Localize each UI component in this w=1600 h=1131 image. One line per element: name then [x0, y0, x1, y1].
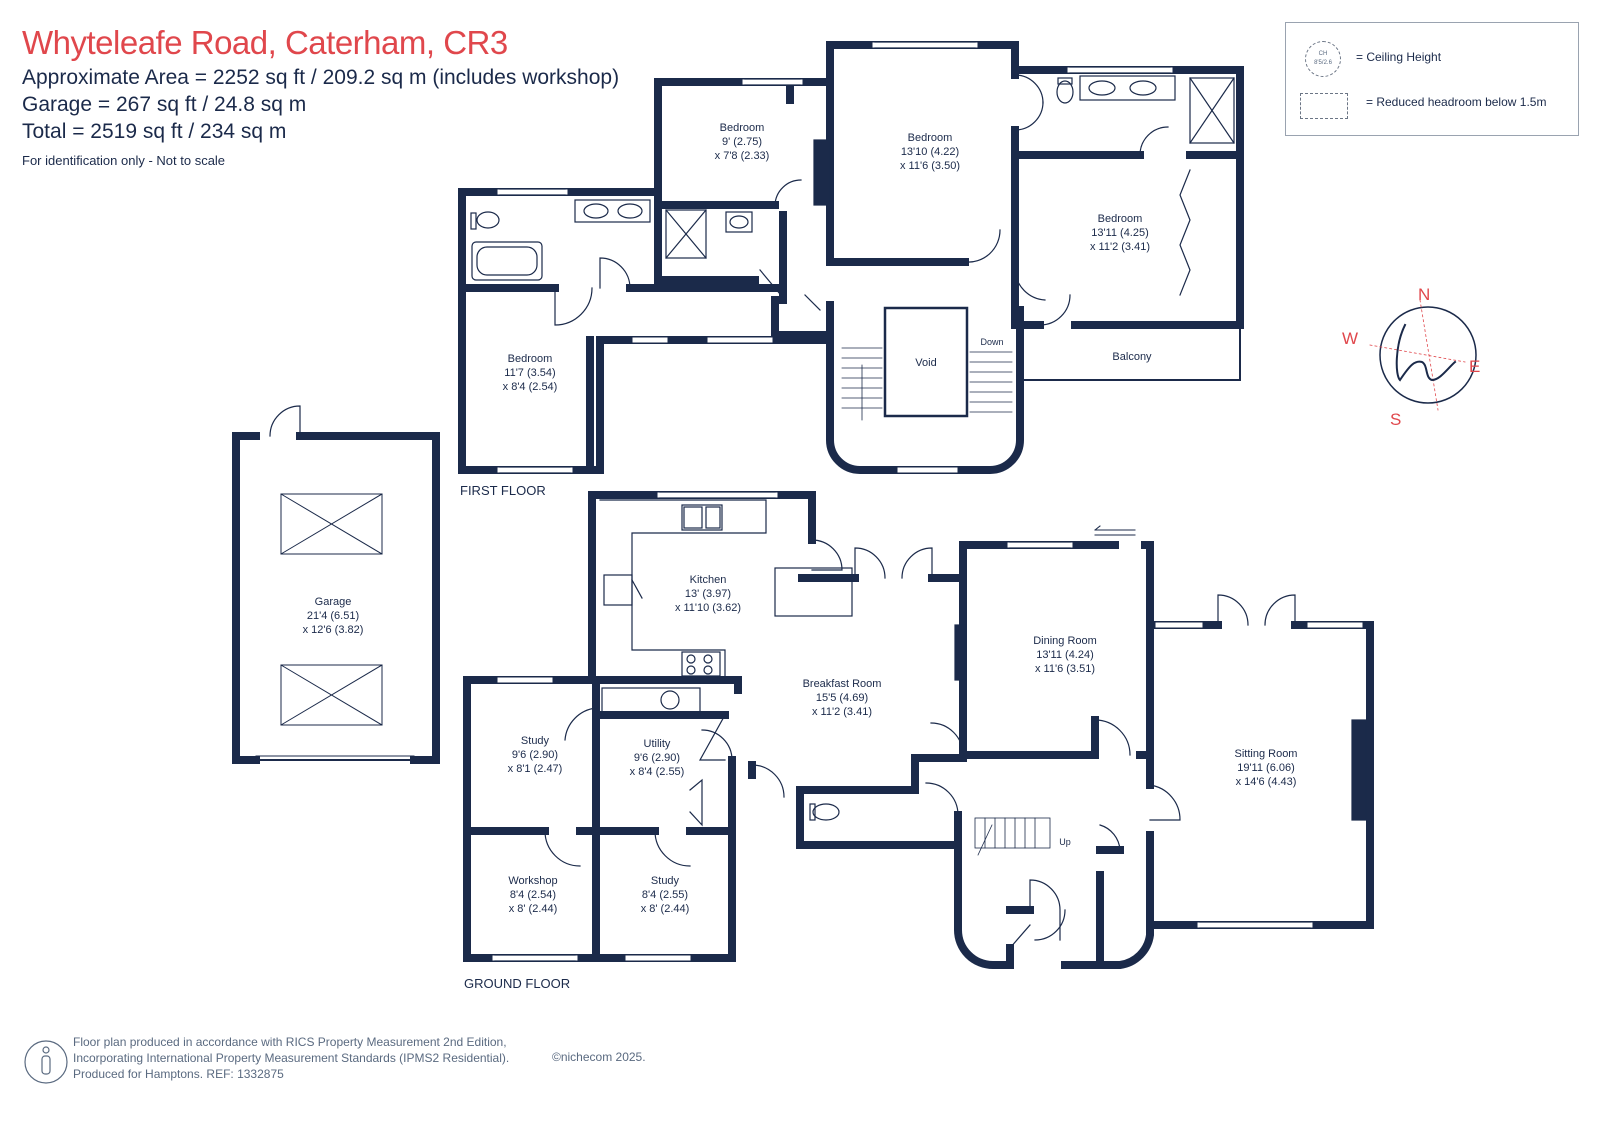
room-study-a: Study 9'6 (2.90) x 8'1 (2.47): [508, 735, 563, 775]
compass-icon: [1369, 299, 1477, 411]
svg-text:x 11'2 (3.41): x 11'2 (3.41): [812, 706, 872, 718]
room-breakfast: Breakfast Room 15'5 (4.69) x 11'2 (3.41): [803, 678, 882, 718]
svg-text:Bedroom: Bedroom: [508, 353, 553, 365]
svg-text:Bedroom: Bedroom: [1098, 213, 1143, 225]
svg-text:x 8'1 (2.47): x 8'1 (2.47): [508, 763, 563, 775]
svg-text:x 8' (2.44): x 8' (2.44): [641, 903, 690, 915]
garage-door: [255, 405, 415, 761]
room-kitchen: Kitchen 13' (3.97) x 11'10 (3.62): [675, 574, 741, 614]
svg-text:x 8' (2.44): x 8' (2.44): [509, 903, 558, 915]
first-floor-label: FIRST FLOOR: [460, 483, 546, 498]
room-garage: Garage 21'4 (6.51) x 12'6 (3.82): [303, 596, 364, 636]
first-floor-walls: [458, 41, 1244, 474]
garage-area: Garage = 267 sq ft / 24.8 sq m: [22, 93, 307, 116]
footer-line-1: Floor plan produced in accordance with R…: [73, 1035, 507, 1049]
room-workshop: Workshop 8'4 (2.54) x 8' (2.44): [508, 875, 557, 915]
room-study-b: Study 8'4 (2.55) x 8' (2.44): [641, 875, 690, 915]
ch-label: CH: [1318, 51, 1328, 57]
svg-text:19'11 (6.06): 19'11 (6.06): [1237, 762, 1295, 774]
garage-walls: [232, 432, 440, 764]
svg-text:x 8'4 (2.54): x 8'4 (2.54): [503, 381, 558, 393]
void-label: Void: [915, 357, 936, 369]
svg-text:13'11 (4.24): 13'11 (4.24): [1036, 649, 1094, 661]
svg-text:9'6 (2.90): 9'6 (2.90): [512, 749, 558, 761]
garage-skylights: [280, 493, 383, 726]
stairs-down-label: Down: [980, 337, 1003, 347]
total-area: Total = 2519 sq ft / 234 sq m: [22, 120, 287, 143]
svg-text:8'4 (2.54): 8'4 (2.54): [510, 889, 556, 901]
legend-reduced-headroom: = Reduced headroom below 1.5m: [1366, 95, 1547, 109]
svg-text:13'10 (4.22): 13'10 (4.22): [901, 146, 959, 158]
svg-text:Dining Room: Dining Room: [1033, 635, 1097, 647]
room-sitting: Sitting Room 19'11 (6.06) x 14'6 (4.43): [1235, 748, 1298, 788]
svg-text:Workshop: Workshop: [508, 875, 557, 887]
legend: CH 8'5/2.6 = Ceiling Height = Reduced he…: [1285, 22, 1579, 136]
svg-text:8'4 (2.55): 8'4 (2.55): [642, 889, 688, 901]
svg-text:x 11'10 (3.62): x 11'10 (3.62): [675, 602, 741, 614]
svg-text:11'7 (3.54): 11'7 (3.54): [504, 367, 555, 379]
scale-note: For identification only - Not to scale: [22, 153, 226, 168]
svg-text:x 11'6 (3.50): x 11'6 (3.50): [900, 160, 960, 172]
svg-text:Bedroom: Bedroom: [908, 132, 953, 144]
ceiling-height-icon: CH 8'5/2.6: [1305, 41, 1341, 77]
copyright: ©nichecom 2025.: [552, 1050, 646, 1064]
stairs-up-label: Up: [1059, 837, 1071, 847]
svg-text:x 11'6 (3.51): x 11'6 (3.51): [1035, 663, 1095, 675]
compass-w: W: [1342, 329, 1358, 348]
compass-n: N: [1418, 285, 1430, 304]
info-icon: [24, 1040, 68, 1084]
ground-floor-label: GROUND FLOOR: [464, 976, 570, 991]
room-bedroom-d: Bedroom 11'7 (3.54) x 8'4 (2.54): [503, 353, 558, 393]
compass-s: S: [1390, 410, 1401, 429]
svg-text:15'5 (4.69): 15'5 (4.69): [816, 692, 868, 704]
svg-text:Kitchen: Kitchen: [690, 574, 727, 586]
svg-text:13'11 (4.25): 13'11 (4.25): [1091, 227, 1149, 239]
svg-text:Utility: Utility: [644, 738, 671, 750]
svg-text:Sitting Room: Sitting Room: [1235, 748, 1298, 760]
page-title: Whyteleafe Road, Caterham, CR3: [22, 24, 508, 61]
ch-value: 8'5/2.6: [1314, 60, 1332, 66]
svg-text:13' (3.97): 13' (3.97): [685, 588, 731, 600]
approximate-area: Approximate Area = 2252 sq ft / 209.2 sq…: [22, 66, 620, 89]
room-bedroom-c: Bedroom 13'11 (4.25) x 11'2 (3.41): [1090, 213, 1150, 253]
compass-e: E: [1469, 357, 1480, 376]
svg-text:x 12'6 (3.82): x 12'6 (3.82): [303, 624, 364, 636]
balcony-label: Balcony: [1112, 351, 1152, 363]
room-bedroom-a: Bedroom 9' (2.75) x 7'8 (2.33): [715, 122, 770, 162]
svg-text:Garage: Garage: [315, 596, 352, 608]
ground-floor-details: [492, 491, 1367, 962]
svg-text:Study: Study: [521, 735, 550, 747]
svg-text:21'4 (6.51): 21'4 (6.51): [307, 610, 359, 622]
ground-floor-walls: [463, 491, 1374, 969]
svg-text:x 7'8 (2.33): x 7'8 (2.33): [715, 150, 770, 162]
footer-line-3: Produced for Hamptons. REF: 1332875: [73, 1067, 284, 1081]
svg-text:Breakfast Room: Breakfast Room: [803, 678, 882, 690]
room-utility: Utility 9'6 (2.90) x 8'4 (2.55): [630, 738, 685, 778]
reduced-headroom-icon: [1300, 93, 1348, 119]
room-dining: Dining Room 13'11 (4.24) x 11'6 (3.51): [1033, 635, 1097, 675]
room-bedroom-b: Bedroom 13'10 (4.22) x 11'6 (3.50): [900, 132, 960, 172]
svg-text:9'6 (2.90): 9'6 (2.90): [634, 752, 680, 764]
footer-note: Floor plan produced in accordance with R…: [73, 1034, 509, 1082]
first-floor-details: [470, 41, 1235, 474]
svg-text:x 8'4 (2.55): x 8'4 (2.55): [630, 766, 685, 778]
footer-line-2: Incorporating International Property Mea…: [73, 1051, 510, 1065]
svg-text:Study: Study: [651, 875, 680, 887]
svg-text:x 11'2 (3.41): x 11'2 (3.41): [1090, 241, 1150, 253]
legend-ceiling-height: = Ceiling Height: [1356, 50, 1442, 64]
svg-text:Bedroom: Bedroom: [720, 122, 765, 134]
svg-text:9' (2.75): 9' (2.75): [722, 136, 762, 148]
svg-text:x 14'6 (4.43): x 14'6 (4.43): [1236, 776, 1297, 788]
